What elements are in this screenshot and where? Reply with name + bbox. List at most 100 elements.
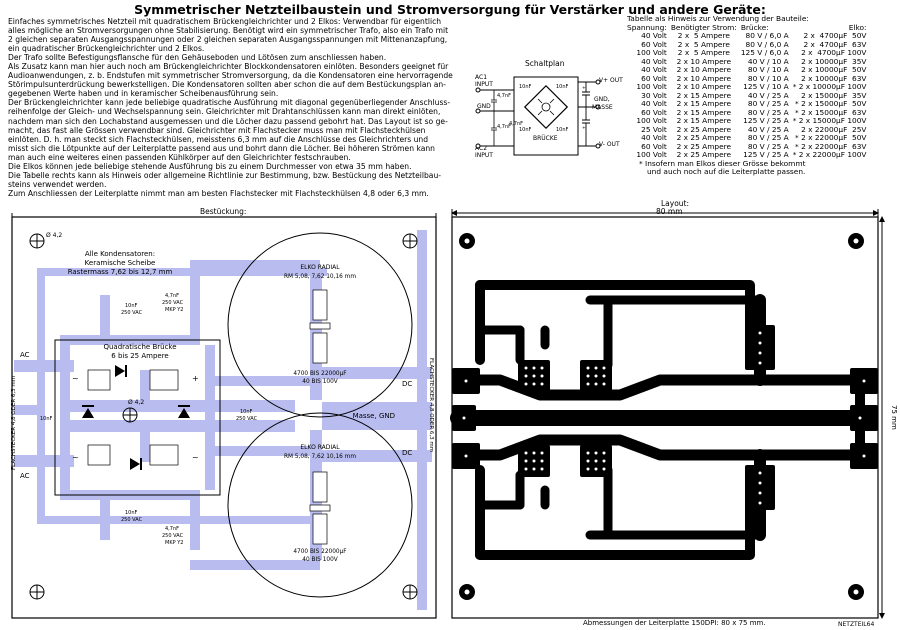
table-cell: 2 x 10 Ampere bbox=[676, 73, 732, 83]
elko-bottom-val2: 40 BIS 100V bbox=[302, 557, 337, 563]
table-cell: 2 x 5 Ampere bbox=[677, 39, 730, 49]
intro-line: Als Zusatz kann man hier auch noch am Br… bbox=[8, 62, 449, 72]
table-cell: 80 V / 6,0 A bbox=[745, 39, 789, 49]
table-cell: 80 V / 25 A bbox=[747, 107, 789, 117]
table-cell: 40 V / 25 A bbox=[747, 124, 789, 134]
intro-line: nachdem man sich den Lochabstand ausgeme… bbox=[8, 116, 448, 126]
schematic-gnd: GND bbox=[477, 103, 491, 110]
table-cell: 80 V / 25 A bbox=[747, 141, 789, 151]
svg-text:+: + bbox=[582, 85, 586, 91]
table-cell: 40 Volt bbox=[641, 133, 667, 142]
masse-gnd-label: Masse, GND bbox=[353, 412, 395, 420]
component-table: Tabelle als Hinweis zur Verwendung der B… bbox=[623, 14, 867, 177]
intro-line: reihenfolge der Gleich- und Wechselspann… bbox=[8, 107, 441, 117]
intro-line: Einfaches symmetrisches Netzteil mit qua… bbox=[8, 17, 442, 26]
table-caption: Tabelle als Hinweis zur Verwendung der B… bbox=[627, 14, 809, 23]
table-cell: 125 V / 6,0 A bbox=[740, 48, 789, 57]
flach-label-left: FLACHSTECKER 4,8 ODER 6,3 mm bbox=[11, 376, 17, 470]
bridge-outline bbox=[54, 339, 221, 496]
table-cell: 125 V / 10 A bbox=[743, 82, 789, 91]
table-cell: 80 V / 25 A bbox=[747, 99, 789, 108]
layout-dimensions: Abmessungen der Leiterplatte 150DPI: 80 … bbox=[583, 619, 766, 627]
elko-top-title: ELKO RADIAL bbox=[300, 264, 340, 271]
table-cell: 100 Volt bbox=[636, 150, 667, 159]
table-cell: 2 x 25 Ampere bbox=[676, 150, 732, 159]
schematic-c6: 4,7nF bbox=[497, 124, 511, 130]
cap-bot-mkp: MKP Y2 bbox=[165, 540, 183, 546]
table-cell: 100 Volt bbox=[636, 116, 667, 125]
schematic-title: Schaltplan bbox=[525, 59, 565, 68]
schematic-c7: 4,7nF bbox=[509, 121, 523, 127]
table-cell: 2 x 10000µF 35V bbox=[801, 56, 867, 66]
copper-traces bbox=[450, 280, 878, 560]
intro-line: einlöten. D. h. man steckt sich Flachste… bbox=[8, 134, 429, 144]
elko-bottom-title: ELKO RADIAL bbox=[300, 444, 340, 451]
cap-bot-10n-v: 250 VAC bbox=[121, 517, 143, 523]
table-cell: 40 Volt bbox=[641, 56, 667, 66]
cap-top-mkp: MKP Y2 bbox=[165, 307, 183, 313]
table-cell: 40 Volt bbox=[641, 31, 667, 40]
schematic-c3: 10nF bbox=[519, 127, 532, 133]
ac-label-top: AC bbox=[20, 351, 30, 359]
schematic-gnd-out: GND, bbox=[594, 96, 610, 103]
schematic-c1: 10nF bbox=[519, 84, 532, 90]
schematic-c2: 10nF bbox=[556, 84, 569, 90]
table-cell: 2 x 10 Ampere bbox=[676, 82, 732, 91]
table-header: Spannung: bbox=[627, 22, 667, 32]
table-cell: 2 x 5 Ampere bbox=[677, 48, 730, 57]
schematic-c4: 10nF bbox=[556, 127, 569, 133]
table-cell: 2 x 4700µF 100V bbox=[801, 48, 867, 57]
layout-signature: NETZTEIL64 bbox=[838, 621, 874, 628]
schematic-vminus: V- OUT bbox=[599, 141, 620, 148]
hole-label-top: Ø 4,2 bbox=[46, 232, 62, 239]
table-cell: * 2 x 22000µF 63V bbox=[795, 141, 867, 151]
schematic-ac1: AC1 bbox=[475, 74, 487, 81]
elko-top-val1: 4700 BIS 22000µF bbox=[293, 371, 346, 377]
table-cell: 30 Volt bbox=[641, 90, 667, 100]
table-cell: 80 V / 10 A bbox=[747, 73, 789, 83]
ac-label-bot: AC bbox=[20, 472, 30, 480]
table-cell: 2 x 15 Ampere bbox=[676, 90, 732, 100]
dc-label-top: DC bbox=[402, 380, 412, 388]
cap-top-10n-v: 250 VAC bbox=[121, 310, 143, 316]
table-cell: 40 V / 25 A bbox=[747, 90, 789, 100]
bridge-ac1: ~ bbox=[72, 374, 79, 383]
schematic-vplus: V+ OUT bbox=[599, 77, 623, 84]
intro-line: ein quadratischer Brückengleichrichter u… bbox=[8, 44, 205, 54]
schematic: Schaltplan BRÜCKE AC1 INPUT GND AC2 INPU… bbox=[475, 59, 623, 159]
intro-text: Einfaches symmetrisches Netzteil mit qua… bbox=[8, 17, 453, 198]
schematic-ac1-input: INPUT bbox=[475, 81, 493, 88]
intro-line: 2 gleichen separaten Ausgangsspannungen … bbox=[8, 35, 448, 45]
elko-top-outline bbox=[227, 232, 413, 418]
table-cell: 40 V / 10 A bbox=[747, 56, 789, 66]
schematic-bridge-label: BRÜCKE bbox=[533, 135, 558, 142]
component-layout: Bestückung: bbox=[11, 207, 437, 619]
table-cell: 80 V / 10 A bbox=[747, 65, 789, 74]
schematic-c5: 4,7nF bbox=[497, 93, 511, 99]
table-cell: 2 x 5 Ampere bbox=[677, 31, 730, 40]
table-cell: 2 x 15 Ampere bbox=[676, 116, 732, 125]
dc-label-bot: DC bbox=[402, 449, 412, 457]
table-cell: 2 x 4700µF 63V bbox=[803, 39, 867, 49]
table-cell: 125 V / 25 A bbox=[743, 116, 789, 125]
elko-top-val2: 40 BIS 100V bbox=[302, 379, 337, 385]
cap-note-1: Alle Kondensatoren: bbox=[85, 250, 155, 258]
elko-top-rm: RM 5,08, 7,62 10,16 mm bbox=[284, 274, 356, 280]
cap-top-10n: 10nF bbox=[125, 303, 138, 309]
intro-line: Die Elkos können jede beliebige stehende… bbox=[8, 161, 412, 171]
bridge-ac3: ~ bbox=[192, 453, 199, 462]
table-cell: 80 V / 6,0 A bbox=[745, 31, 789, 40]
cap-top-47n-v: 250 VAC bbox=[162, 300, 184, 306]
page-title: Symmetrischer Netzteilbaustein und Strom… bbox=[134, 2, 766, 17]
cap-bot-47n-v: 250 VAC bbox=[162, 533, 184, 539]
table-cell: * 2 x 10000µF 100V bbox=[792, 82, 867, 91]
bridge-ac2: ~ bbox=[72, 453, 79, 462]
